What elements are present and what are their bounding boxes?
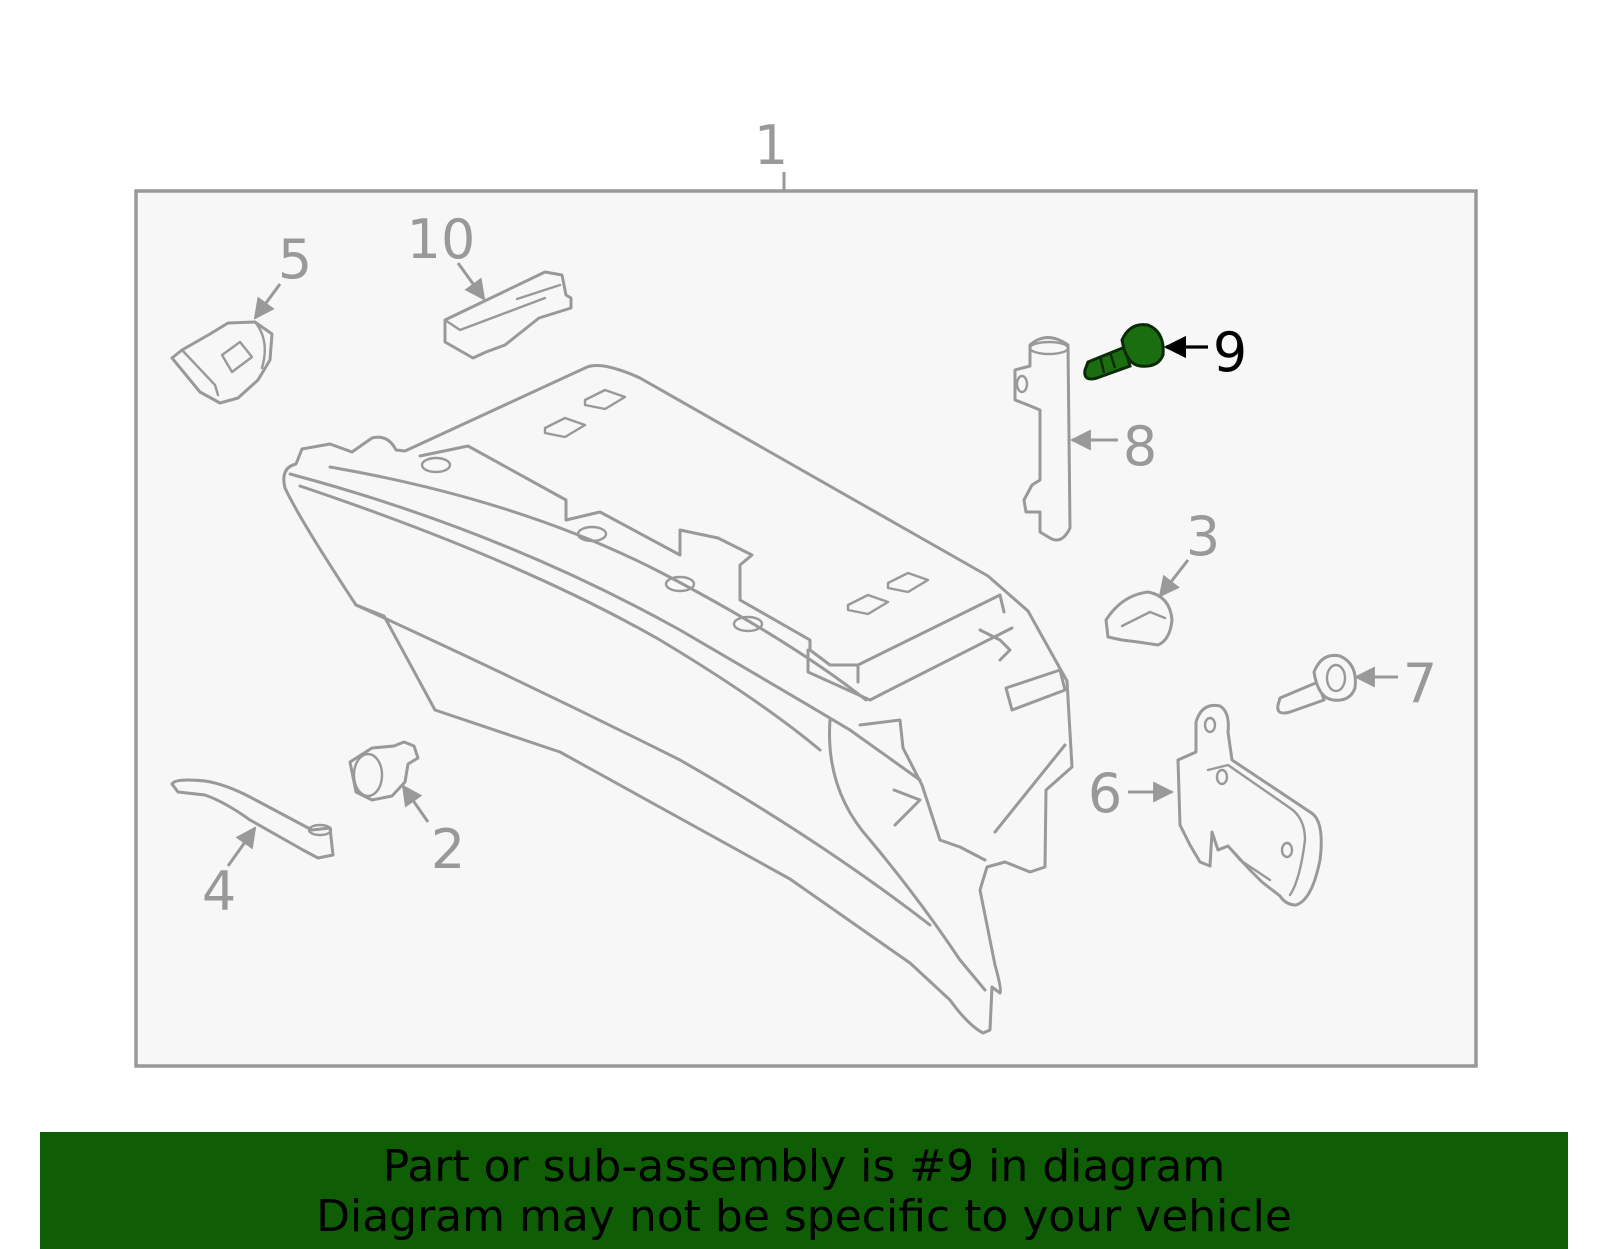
callout-arrow-10 <box>456 262 486 301</box>
banner-line-part-info: Part or sub-assembly is #9 in diagram <box>382 1141 1226 1192</box>
callout-label-8[interactable]: 8 <box>1123 415 1157 478</box>
part-4-damper-rod[interactable] <box>170 778 335 860</box>
callout-label-4[interactable]: 4 <box>202 860 236 923</box>
part-8-hinge-pin[interactable] <box>1013 336 1072 542</box>
part-2-bumper[interactable] <box>348 740 420 802</box>
part-6-lock-assembly[interactable] <box>1176 703 1323 907</box>
part-3-stopper[interactable] <box>1104 590 1174 647</box>
callout-label-1[interactable]: 1 <box>754 114 788 177</box>
callout-label-10[interactable]: 10 <box>407 208 476 271</box>
callout-label-5[interactable]: 5 <box>278 228 312 291</box>
banner-line-disclaimer: Diagram may not be specific to your vehi… <box>316 1191 1292 1242</box>
callout-arrow-3 <box>1158 559 1190 598</box>
info-banner: Part or sub-assembly is #9 in diagram Di… <box>40 1132 1568 1249</box>
callout-arrow-5 <box>253 283 282 320</box>
part-5-latch[interactable] <box>170 320 274 405</box>
part-9-screw-highlighted[interactable] <box>1083 323 1165 381</box>
callout-arrow-4 <box>226 826 257 867</box>
part-7-screw[interactable] <box>1276 653 1357 715</box>
part-10-bracket[interactable] <box>443 270 573 360</box>
callout-label-3[interactable]: 3 <box>1186 505 1220 568</box>
callout-label-2[interactable]: 2 <box>431 818 465 881</box>
callout-label-6[interactable]: 6 <box>1088 762 1122 825</box>
callout-label-9[interactable]: 9 <box>1213 321 1247 384</box>
glove-box-compartment[interactable] <box>282 364 1074 1035</box>
callout-label-7[interactable]: 7 <box>1403 652 1437 715</box>
callout-arrow-2 <box>401 784 430 823</box>
